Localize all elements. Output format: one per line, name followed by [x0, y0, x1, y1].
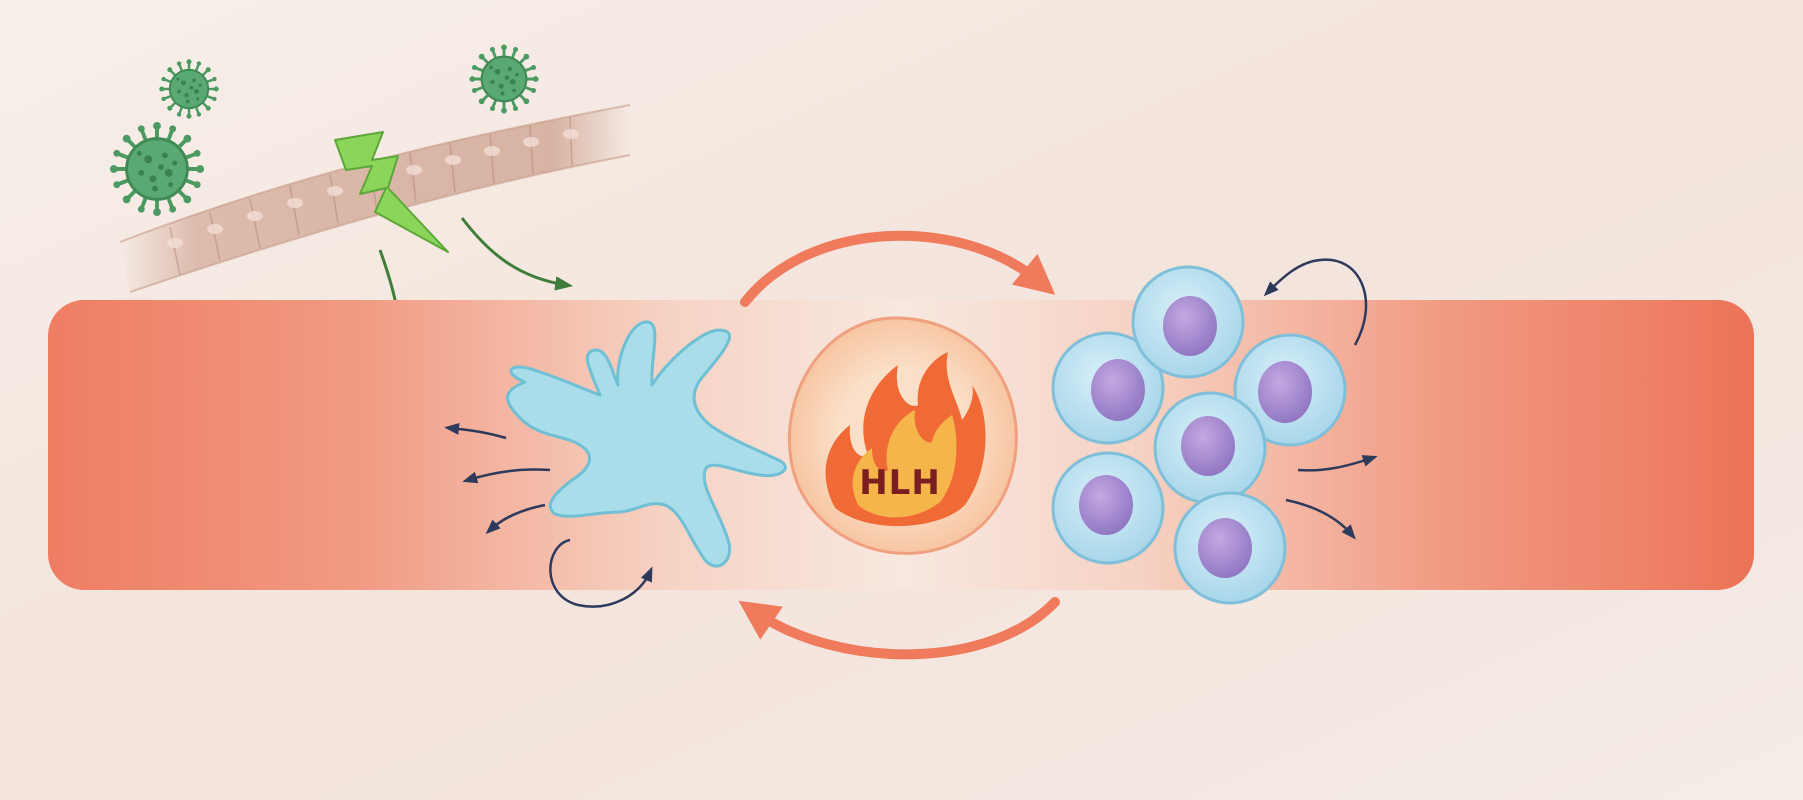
- lymphocyte-icon: [1233, 333, 1347, 447]
- signal-arrow: [485, 503, 546, 535]
- lymphocyte-cluster: [1051, 265, 1347, 605]
- virus-icon: [468, 43, 540, 115]
- hlh-label: HLH: [859, 463, 941, 503]
- signal-arrow: [1263, 258, 1368, 346]
- signal-arrow: [462, 468, 551, 484]
- signal-arrow: [1285, 498, 1356, 540]
- virus-icon: [108, 120, 206, 218]
- lymphocyte-icon: [1131, 265, 1245, 379]
- cycle-arrow-bottom: [738, 597, 1060, 660]
- green-arrow: [460, 217, 574, 291]
- signal-arrow: [549, 538, 653, 608]
- signal-arrow: [1297, 455, 1378, 472]
- lymphocyte-icon: [1051, 331, 1165, 445]
- lymphocyte-icon: [1153, 391, 1267, 505]
- dendritic-cell-icon: [506, 320, 787, 568]
- signal-arrow: [444, 422, 507, 440]
- cycle-arrow-top: [740, 230, 1056, 307]
- virus-icon: [158, 58, 220, 120]
- lymphocyte-icon: [1173, 491, 1287, 605]
- inflamed-cell-icon: [788, 316, 1018, 555]
- lymphocyte-icon: [1051, 451, 1165, 565]
- lightning-bolt-icon: [334, 131, 449, 253]
